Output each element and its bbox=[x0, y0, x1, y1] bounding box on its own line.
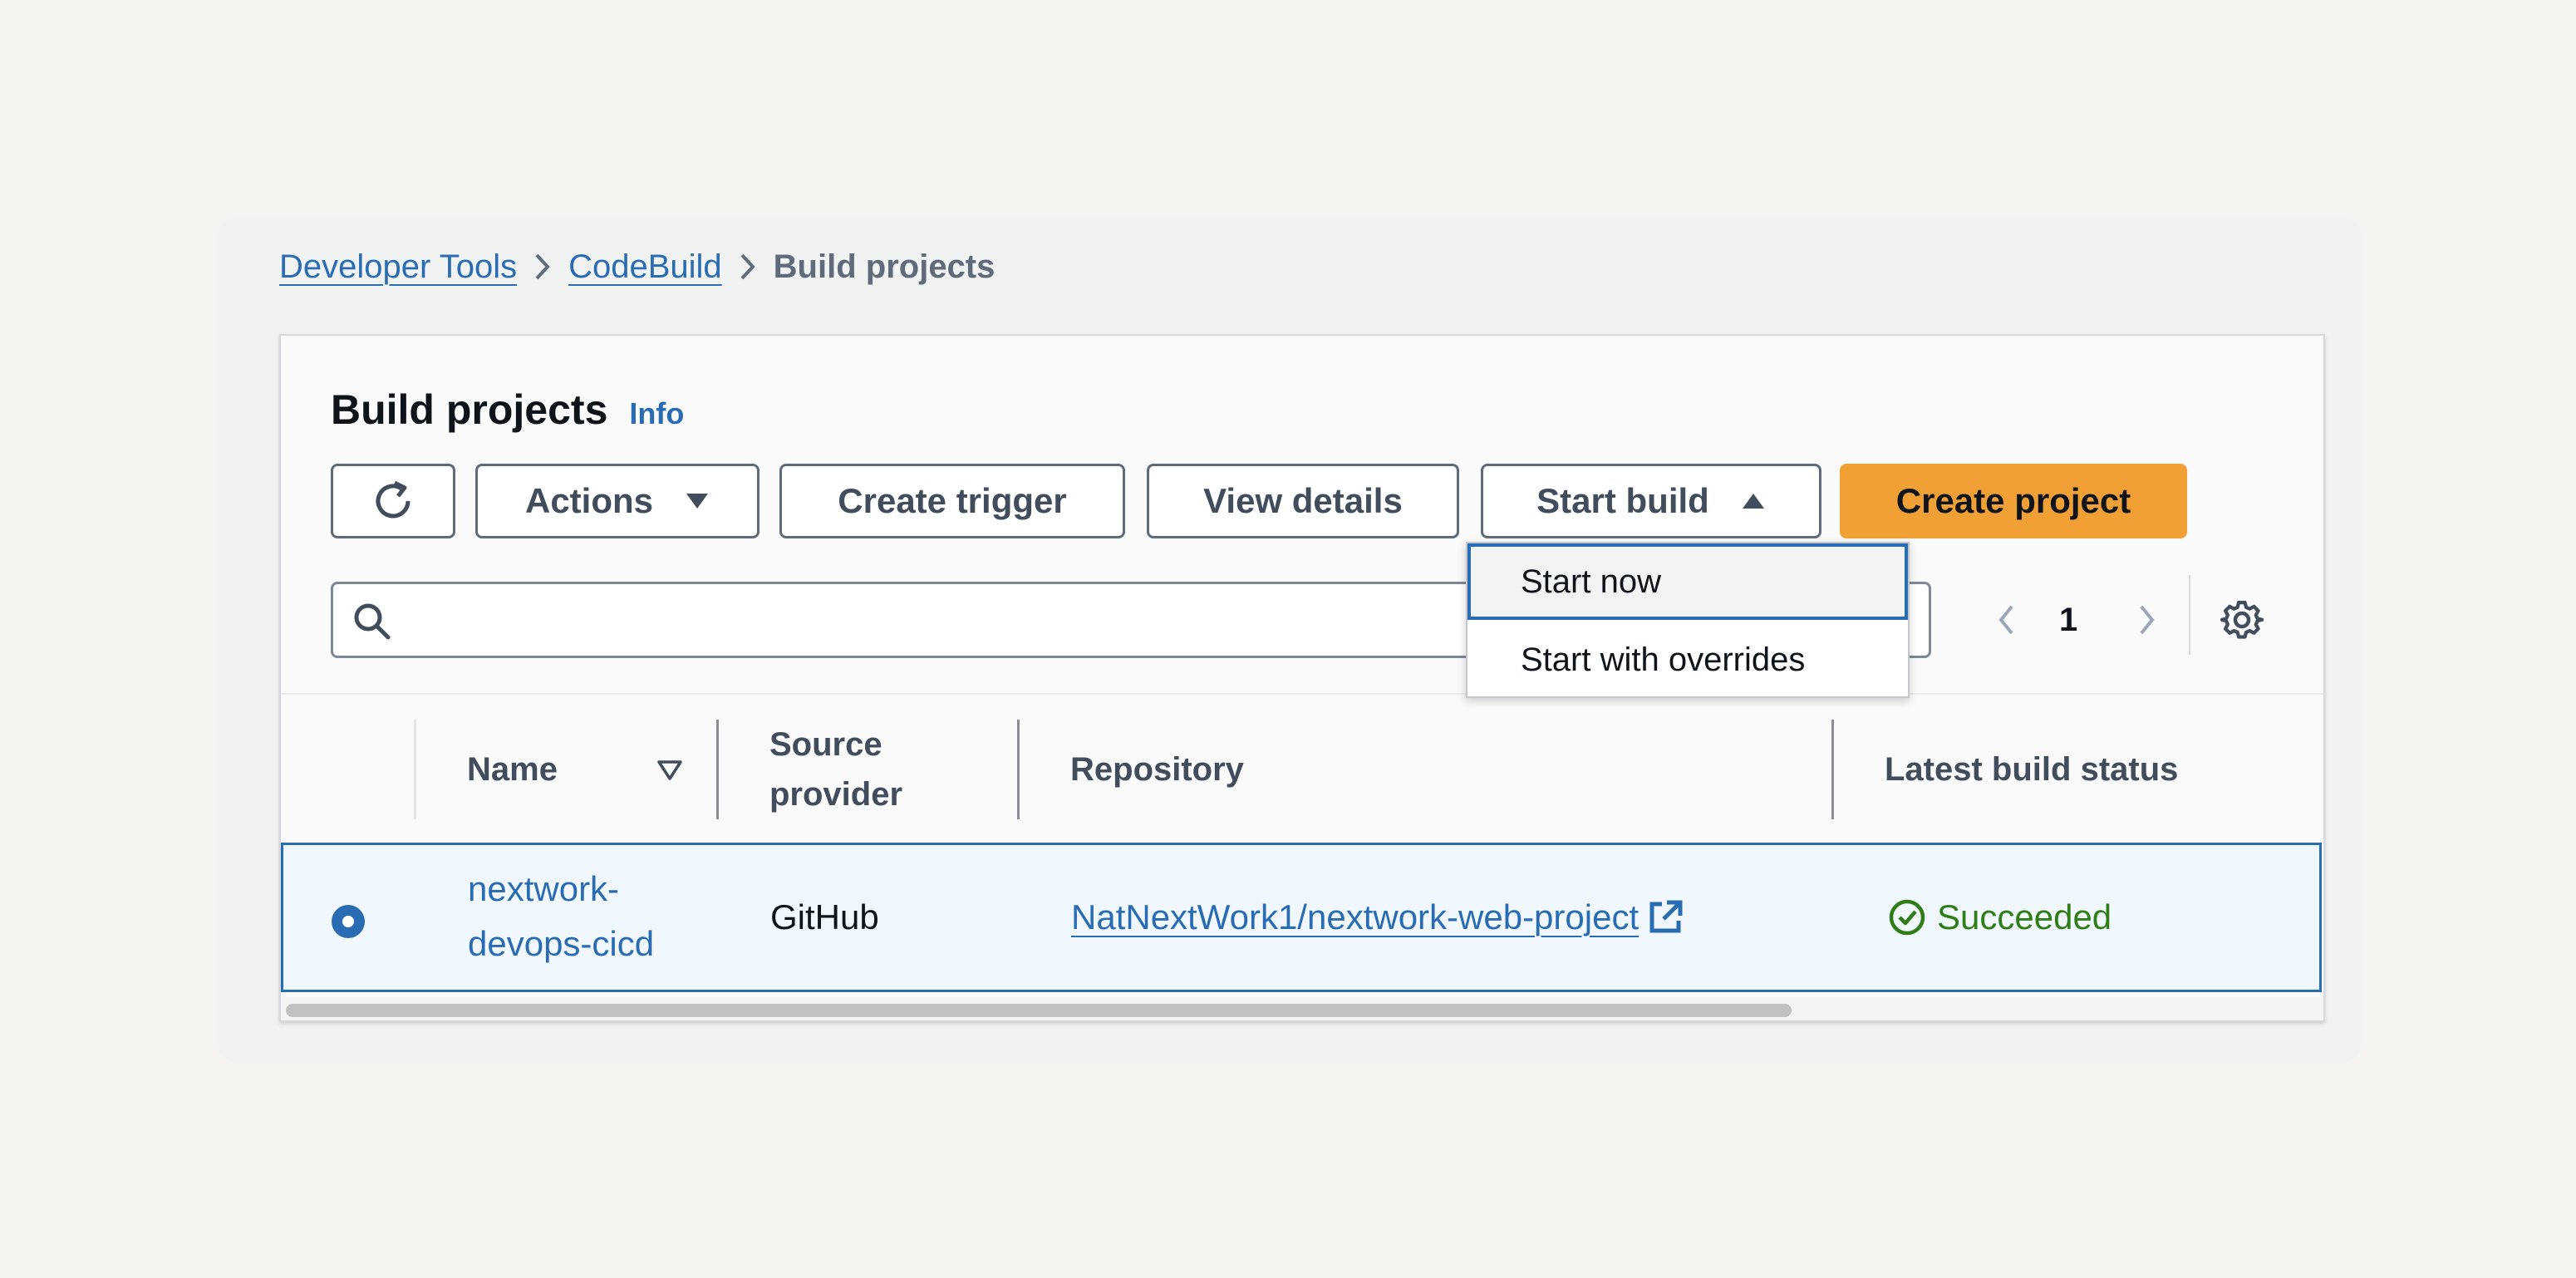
view-details-button[interactable]: View details bbox=[1147, 464, 1459, 538]
column-separator bbox=[716, 720, 719, 819]
sort-descending-icon[interactable] bbox=[656, 759, 683, 785]
column-separator bbox=[414, 720, 416, 819]
success-check-icon bbox=[1887, 897, 1927, 937]
column-separator bbox=[1017, 720, 1020, 819]
build-status-text: Succeeded bbox=[1937, 897, 2112, 936]
row-select-radio[interactable] bbox=[332, 905, 365, 938]
page-number[interactable]: 1 bbox=[2059, 601, 2078, 638]
project-name-link[interactable]: nextwork-devops-cicd bbox=[468, 869, 655, 963]
search-icon bbox=[351, 601, 393, 646]
next-page-wrap bbox=[2131, 582, 2164, 658]
gear-icon[interactable] bbox=[2220, 598, 2264, 641]
column-header-latest-build-status[interactable]: Latest build status bbox=[1885, 751, 2179, 788]
menu-item-start-with-overrides[interactable]: Start with overrides bbox=[1521, 641, 1806, 678]
breadcrumb-current: Build projects bbox=[773, 248, 995, 285]
repository-link[interactable]: NatNextWork1/nextwork-web-project bbox=[1071, 897, 1639, 936]
column-header-name[interactable]: Name bbox=[467, 751, 558, 788]
page-number-wrap: 1 bbox=[2059, 582, 2077, 658]
create-trigger-button[interactable]: Create trigger bbox=[779, 464, 1125, 538]
chevron-right-icon bbox=[722, 252, 774, 282]
start-build-label: Start build bbox=[1536, 481, 1709, 520]
pager-divider bbox=[2189, 575, 2190, 655]
column-header-source-provider[interactable]: Source provider bbox=[769, 726, 903, 813]
actions-label: Actions bbox=[524, 481, 653, 520]
actions-button[interactable]: Actions bbox=[475, 464, 760, 538]
column-separator bbox=[1831, 720, 1834, 819]
breadcrumb: Developer Tools CodeBuild Build projects bbox=[279, 241, 995, 292]
info-link[interactable]: Info bbox=[629, 396, 685, 430]
column-header-repository[interactable]: Repository bbox=[1070, 751, 1244, 788]
menu-item-start-now[interactable]: Start now bbox=[1467, 543, 1908, 620]
start-build-menu: Start now Start with overrides bbox=[1466, 542, 1910, 698]
chevron-left-icon[interactable] bbox=[1989, 603, 2023, 637]
external-link-icon[interactable] bbox=[1647, 899, 1684, 936]
settings-wrap bbox=[2220, 582, 2264, 658]
pagination bbox=[1989, 582, 2023, 658]
build-projects-panel: Build projects Info Actions Create trigg… bbox=[279, 334, 2325, 1022]
caret-up-icon bbox=[1741, 492, 1766, 510]
breadcrumb-codebuild[interactable]: CodeBuild bbox=[568, 248, 722, 285]
caret-down-icon bbox=[685, 492, 710, 510]
table-row[interactable]: nextwork-devops-cicd GitHub NatNextWork1… bbox=[281, 843, 2322, 992]
start-build-button[interactable]: Start build bbox=[1481, 464, 1821, 538]
chevron-right-icon bbox=[517, 252, 568, 282]
table-header: Name Source provider Repository Latest b… bbox=[281, 693, 2323, 844]
repository-cell: NatNextWork1/nextwork-web-project bbox=[1071, 890, 1684, 945]
panel-header: Build projects Info bbox=[331, 386, 684, 434]
breadcrumb-developer-tools[interactable]: Developer Tools bbox=[279, 248, 518, 285]
chevron-right-icon[interactable] bbox=[2131, 603, 2164, 637]
create-project-button[interactable]: Create project bbox=[1840, 464, 2187, 538]
page-title: Build projects bbox=[331, 386, 608, 433]
scrollbar-thumb[interactable] bbox=[286, 1004, 1792, 1017]
refresh-button[interactable] bbox=[331, 464, 455, 538]
source-provider-value: GitHub bbox=[770, 897, 879, 936]
refresh-icon bbox=[376, 480, 410, 519]
horizontal-scrollbar[interactable] bbox=[281, 997, 2323, 1020]
build-status: Succeeded bbox=[1887, 890, 2111, 945]
